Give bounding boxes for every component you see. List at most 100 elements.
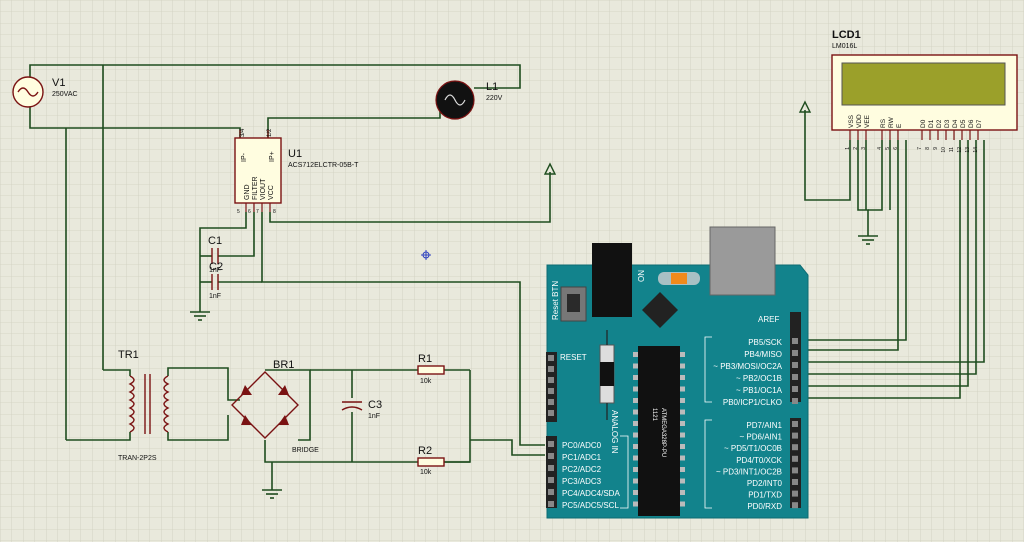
lcd-pin-number: 7: [917, 147, 923, 150]
lcd-pin-number: 12: [957, 147, 963, 153]
lcd-pin-label: D7: [976, 119, 983, 128]
chip-pin: [680, 375, 685, 380]
u1-pin-number: 3/4: [240, 128, 246, 137]
analog-in-label: ANALOG IN: [610, 410, 619, 454]
lcd-pin-label: VSS: [848, 114, 855, 128]
chip-pin: [680, 467, 685, 472]
c2-capacitor[interactable]: C2 1nF: [209, 261, 223, 300]
lcd-pin-label: D0: [920, 119, 927, 128]
digital-pin-socket[interactable]: [792, 479, 798, 485]
analog-pin-label: PC4/ADC4/SDA: [562, 489, 620, 498]
power-arrow-icon: [543, 100, 812, 175]
u1-pin-number: 6: [248, 209, 251, 215]
r2-resistor[interactable]: R2 10k: [417, 445, 445, 476]
arduino-board[interactable]: Reset BTN ON ANALOG IN 1121 ATMEGA328P-P…: [546, 226, 809, 519]
c1-capacitor[interactable]: C1 1nF: [208, 235, 222, 274]
c2-value: 1nF: [209, 293, 221, 300]
chip-pin: [633, 375, 638, 380]
power-pin-socket[interactable]: [548, 355, 554, 361]
analog-pin-socket[interactable]: [548, 441, 554, 447]
lcd-pin-label: D2: [936, 119, 943, 128]
u1-pin-label: FILTER: [252, 176, 259, 200]
u1-ref: U1: [288, 148, 302, 160]
pin-header-reset: [546, 352, 557, 422]
atmega-chip: [638, 346, 680, 516]
chip-pin: [680, 409, 685, 415]
lcd-pin-number: 11: [949, 147, 955, 152]
u1-pin-number: 1/2: [267, 128, 273, 137]
reset-btn-label: Reset BTN: [551, 281, 560, 320]
analog-pin-socket[interactable]: [548, 453, 554, 459]
digital-pin-label: ~ PB1/OC1A: [736, 386, 783, 395]
digital-pin-socket[interactable]: [792, 490, 798, 497]
smd-chip: [642, 292, 678, 328]
lcd-pin-label: D3: [944, 119, 951, 128]
tr1-transformer[interactable]: TR1 TRAN-2P2S: [118, 349, 170, 462]
reset-label: RESET: [560, 353, 587, 362]
power-pin-socket[interactable]: [548, 399, 554, 405]
power-pin-socket[interactable]: [548, 388, 554, 394]
lcd-pin-label: D4: [952, 119, 959, 128]
r2-ref: R2: [418, 445, 432, 457]
chip-pin: [680, 386, 685, 392]
analog-pin-label: PC3/ADC3: [562, 477, 602, 486]
digital-pin-socket[interactable]: [792, 398, 798, 404]
lcd-pin-number: 2: [853, 147, 859, 150]
br1-value: BRIDGE: [292, 447, 319, 454]
c2-ref: C2: [209, 261, 223, 273]
chip-pin: [633, 421, 638, 426]
analog-pin-socket[interactable]: [548, 501, 554, 507]
digital-pin-socket[interactable]: [792, 421, 798, 427]
u1-pin-label: IP+: [269, 151, 276, 162]
chip-pin: [633, 478, 638, 484]
lcd-pin-label: D1: [928, 119, 935, 128]
digital-pin-label: ~ PD6/AIN1: [740, 433, 783, 442]
lcd1-display[interactable]: LCD1 LM016L VSS1VDD2VEE3RS4RW5E6D07D18D2…: [831, 29, 1018, 153]
digital-pin-socket[interactable]: [792, 467, 798, 474]
analog-pin-socket[interactable]: [548, 465, 554, 471]
chip-pin: [633, 352, 638, 357]
l1-lamp[interactable]: L1 220V: [435, 80, 503, 120]
lcd-pin-label: E: [896, 123, 903, 128]
lcd-pin-label: VDD: [856, 114, 863, 128]
digital-pin-label: PD2/INT0: [747, 479, 783, 488]
power-pin-socket[interactable]: [548, 377, 554, 383]
lcd-pin-number: 6: [893, 147, 899, 150]
analog-pin-socket[interactable]: [548, 489, 554, 495]
chip-pin: [680, 432, 685, 438]
u1-pin-label: VCC: [268, 185, 275, 200]
c3-capacitor[interactable]: C3 1nF: [341, 399, 382, 420]
chip-pin: [633, 455, 638, 461]
lcd-pin-label: D5: [960, 119, 967, 128]
v1-ac-source[interactable]: V1 250VAC: [12, 76, 78, 108]
power-pin-socket[interactable]: [548, 366, 554, 372]
analog-pin-label: PC0/ADC0: [562, 441, 602, 450]
digital-pin-socket[interactable]: [792, 338, 798, 344]
analog-pin-socket[interactable]: [548, 477, 554, 483]
c1-ref: C1: [208, 235, 222, 247]
digital-pin-socket[interactable]: [792, 350, 798, 356]
r1-resistor[interactable]: R1 10k: [417, 353, 445, 385]
r2-value: 10k: [420, 469, 432, 476]
digital-pin-socket[interactable]: [792, 386, 798, 392]
digital-pin-socket[interactable]: [792, 374, 798, 380]
digital-pin-socket[interactable]: [792, 432, 798, 439]
lcd-pin-number: 1: [845, 147, 851, 150]
r1-value: 10k: [420, 378, 432, 385]
ground-icon: [190, 235, 878, 499]
digital-pin-socket[interactable]: [792, 502, 798, 509]
u1-current-sensor[interactable]: 3/4 1/2 IP- IP+ GND FILTER VIOUT VCC 5 6…: [234, 128, 359, 215]
chip-pin: [680, 455, 685, 461]
digital-pin-socket[interactable]: [792, 362, 798, 368]
digital-pin-label: PD7/AIN1: [746, 421, 782, 430]
power-pin-socket[interactable]: [548, 410, 554, 416]
digital-pin-label: PB5/SCK: [748, 338, 782, 347]
lcd-pin-number: 10: [941, 147, 947, 153]
digital-pin-socket[interactable]: [792, 455, 798, 462]
usb-connector: [709, 226, 776, 296]
br1-bridge-rectifier[interactable]: BR1 BRIDGE: [231, 359, 319, 454]
u1-pin-number: 5: [237, 209, 240, 215]
chip-pin: [680, 421, 685, 426]
digital-pin-socket[interactable]: [792, 444, 798, 451]
